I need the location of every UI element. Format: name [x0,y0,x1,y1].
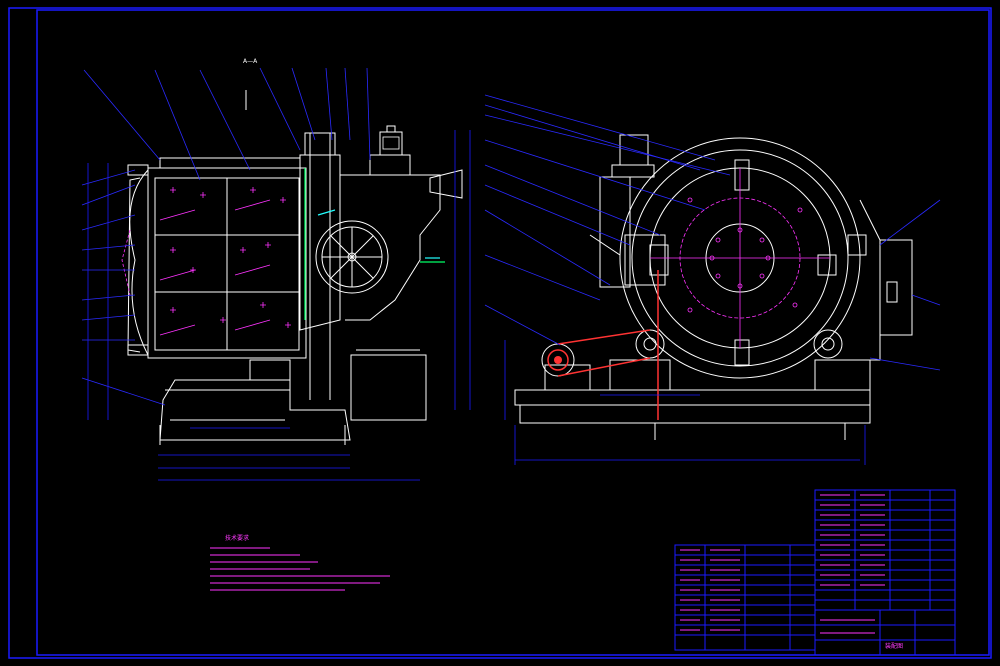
left-hidden-marks [121,187,291,336]
left-accents [304,168,445,320]
technical-notes: 技术要求 [210,534,390,591]
notes-heading: 技术要求 [225,534,249,542]
rotor-icon [347,252,357,262]
right-end-view [514,134,913,440]
left-section-view: A—A [127,58,463,445]
right-hidden-marks [650,168,830,348]
outer-border [8,7,992,659]
section-title: A—A [243,58,258,65]
left-leader-lines [81,67,471,481]
motor-icon [382,136,400,150]
title-block-text [680,494,885,634]
title-block [674,489,956,656]
inner-border [36,9,990,656]
right-leader-lines [484,94,941,465]
pulley-icon [554,356,562,364]
title-block-label: 装配图 [885,642,903,650]
